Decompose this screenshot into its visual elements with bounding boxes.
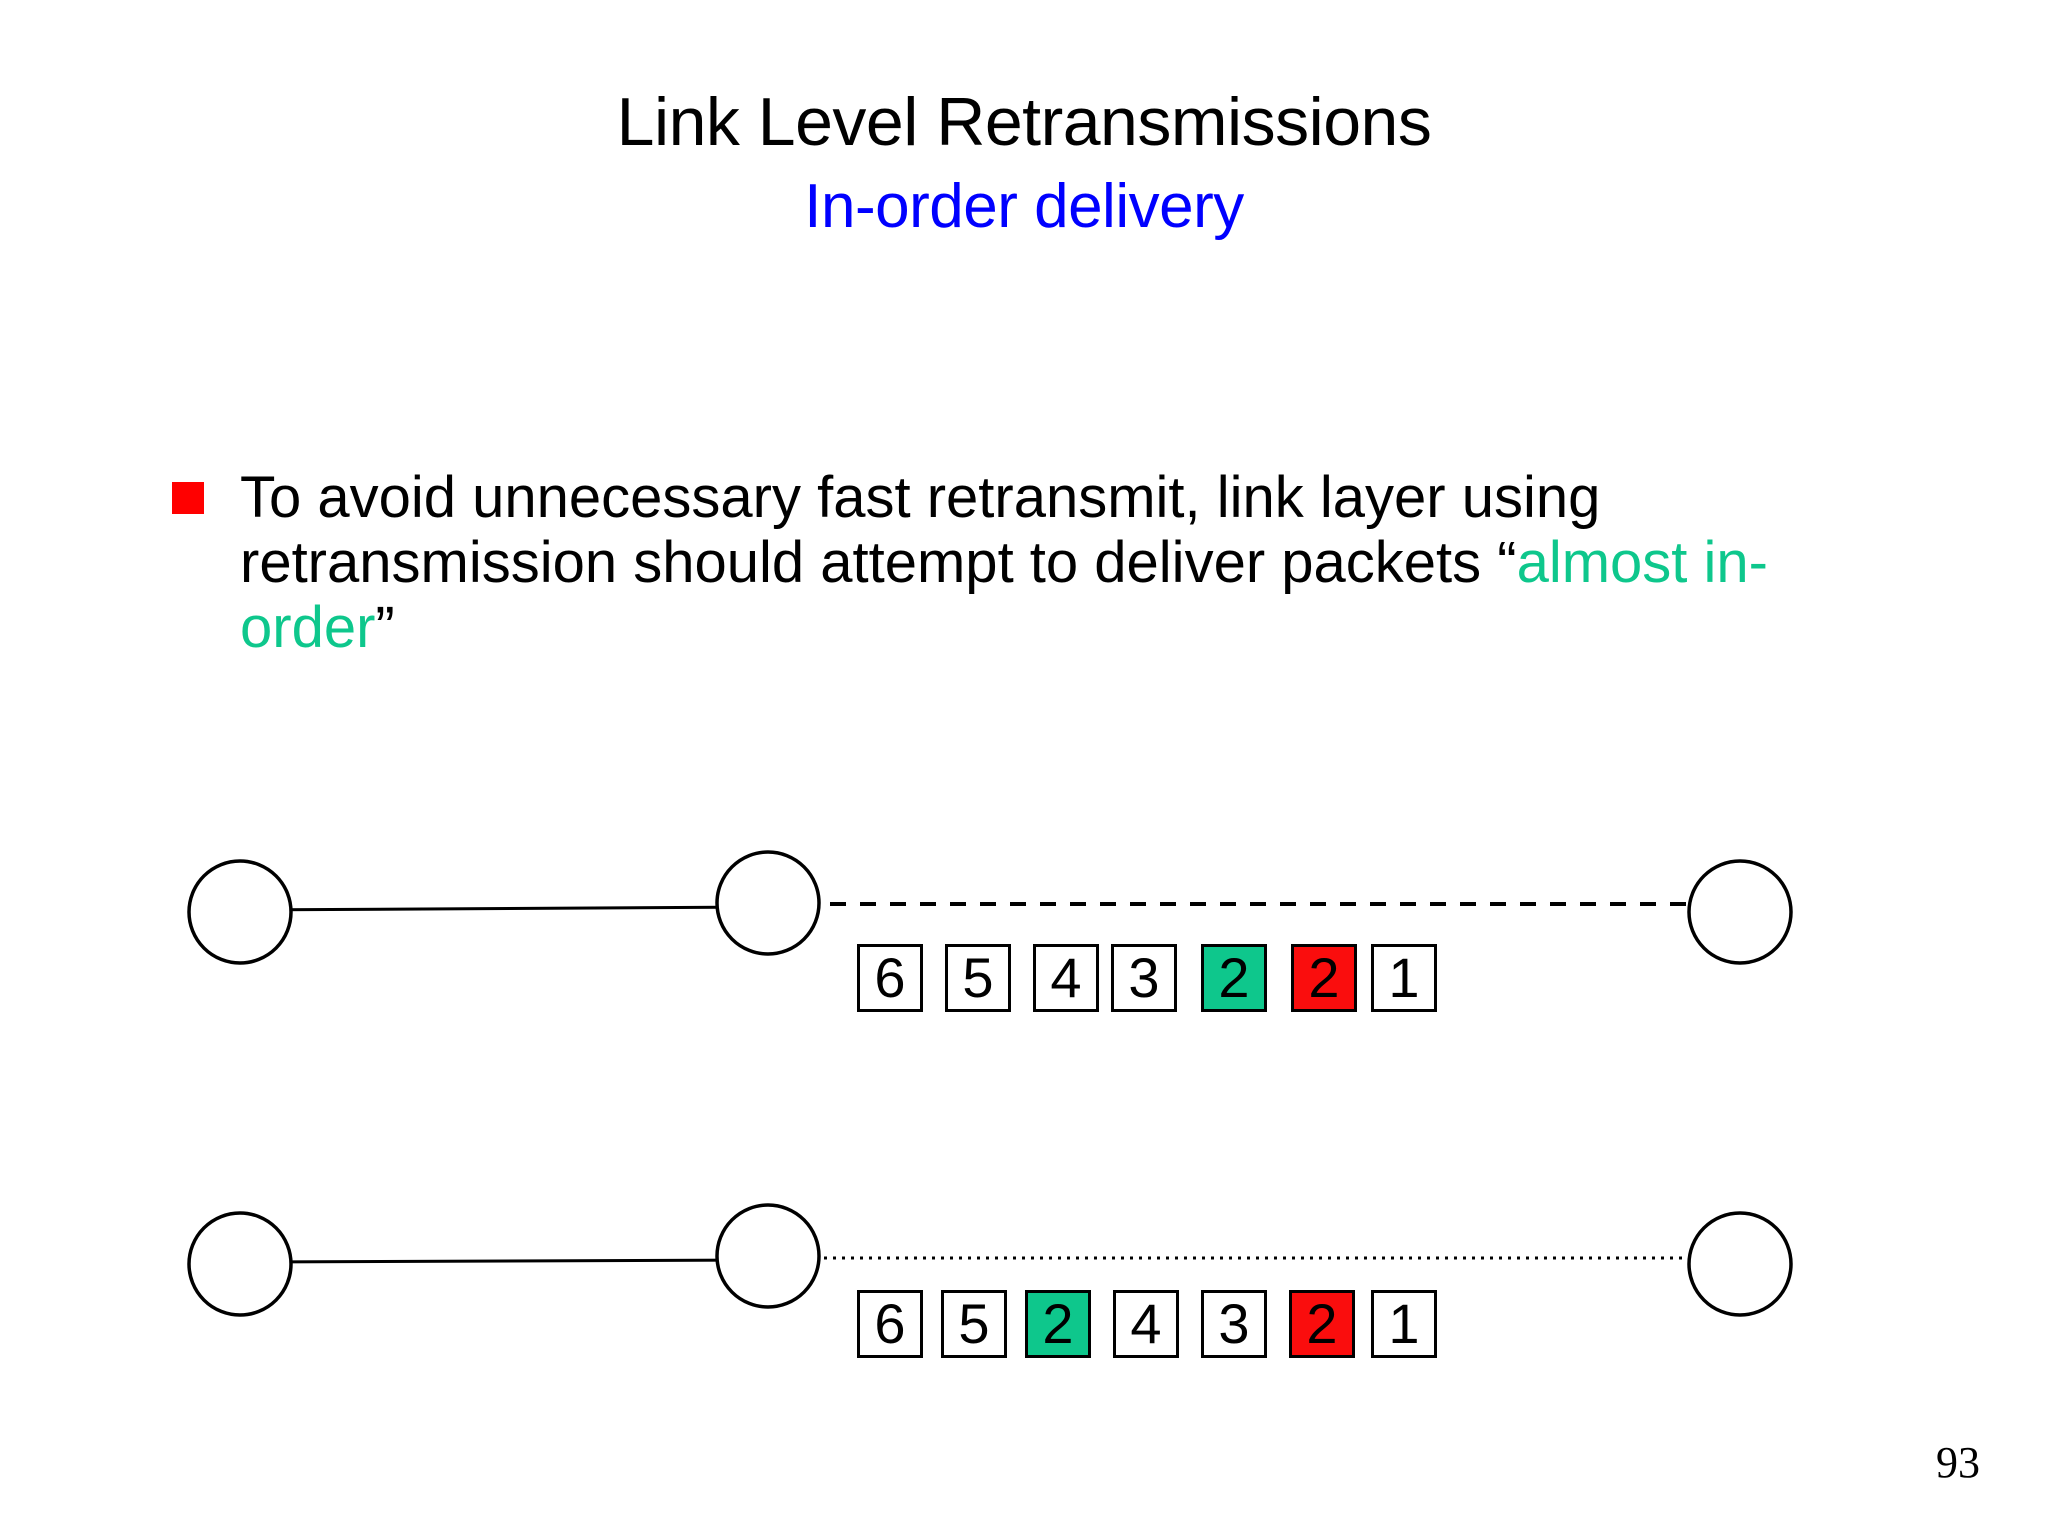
bullet-text: To avoid unnecessary fast retransmit, li…: [240, 465, 1892, 661]
packet-label: 4: [1050, 946, 1082, 1009]
node-left-row1: [187, 859, 293, 965]
packet-label: 1: [1388, 946, 1420, 1009]
bullet-line-1: To avoid unnecessary fast retransmit, li…: [240, 465, 1601, 530]
packet-label: 2: [1218, 946, 1250, 1009]
packet-box: 3: [1111, 944, 1177, 1012]
packet-box: 6: [857, 944, 923, 1012]
node-right-row2: [1687, 1211, 1793, 1317]
page-subtitle: In-order delivery: [804, 172, 1244, 241]
node-middle-row2: [715, 1203, 821, 1309]
packet-label: 2: [1308, 946, 1340, 1009]
packet-label: 2: [1042, 1292, 1074, 1355]
packet-box: 2: [1291, 944, 1357, 1012]
bullet-emphasis: almost in-order: [240, 529, 1768, 660]
quote-close-mark: ”: [375, 594, 395, 660]
packet-box: 6: [857, 1290, 923, 1358]
packet-label: 3: [1218, 1292, 1250, 1355]
packet-box: 5: [945, 944, 1011, 1012]
packet-box: 5: [941, 1290, 1007, 1358]
packet-label: 3: [1128, 946, 1160, 1009]
node-right-row1: [1687, 859, 1793, 965]
bullet-list-item: To avoid unnecessary fast retransmit, li…: [172, 465, 1892, 661]
packet-box: 2: [1201, 944, 1267, 1012]
page-title: Link Level Retransmissions: [616, 84, 1432, 160]
slide-title-block: Link Level Retransmissions In-order deli…: [0, 88, 2048, 238]
packet-label: 5: [958, 1292, 990, 1355]
packet-box: 4: [1033, 944, 1099, 1012]
node-left-row2: [187, 1211, 293, 1317]
page-number: 93: [1936, 1438, 1980, 1487]
packet-label: 5: [962, 946, 994, 1009]
packet-label: 6: [874, 1292, 906, 1355]
bullet-line-2: retransmission should attempt to deliver…: [240, 529, 1482, 595]
packet-label: 6: [874, 946, 906, 1009]
packet-label: 2: [1306, 1292, 1338, 1355]
node-middle-row1: [715, 850, 821, 956]
bullet-square-icon: [172, 482, 204, 514]
packet-label: 4: [1130, 1292, 1162, 1355]
packet-box: 2: [1289, 1290, 1355, 1358]
packet-label: 1: [1388, 1292, 1420, 1355]
link-solid-row2: [237, 1258, 771, 1264]
packet-box: 1: [1371, 944, 1437, 1012]
packet-box: 2: [1025, 1290, 1091, 1358]
packet-box: 4: [1113, 1290, 1179, 1358]
packet-box: 1: [1371, 1290, 1437, 1358]
quote-open-mark: “: [1497, 529, 1517, 595]
link-solid-row1: [237, 905, 771, 912]
packet-box: 3: [1201, 1290, 1267, 1358]
